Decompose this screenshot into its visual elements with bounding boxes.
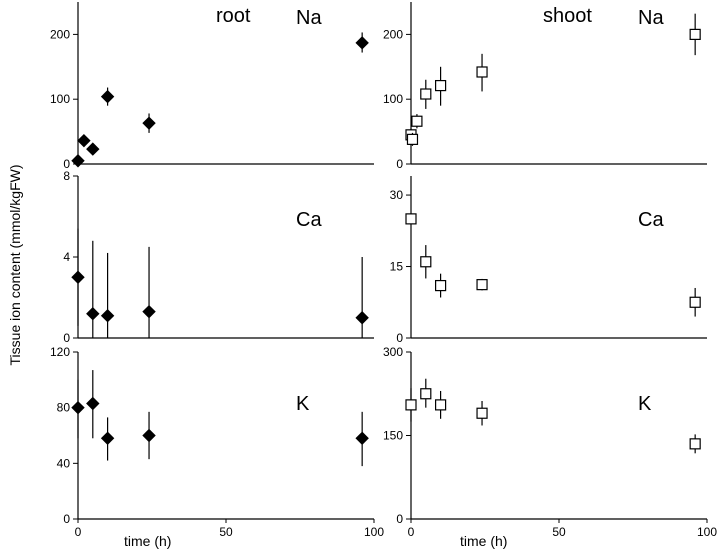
data-point — [86, 306, 100, 321]
y-tick-label-shoot-ca: 30 — [390, 188, 404, 202]
data-point — [411, 115, 423, 127]
data-point — [355, 431, 369, 445]
data-point — [77, 133, 91, 148]
x-tick-label-root-k: 100 — [364, 525, 384, 539]
y-tick-label-root-k: 80 — [57, 401, 71, 415]
y-tick-label-shoot-na: 100 — [383, 92, 403, 106]
y-tick-label-root-na: 0 — [63, 157, 70, 171]
element-label-root-k: K — [296, 393, 310, 415]
data-point — [100, 309, 115, 323]
data-point — [142, 428, 156, 443]
data-point — [86, 142, 100, 156]
data-point — [71, 154, 85, 168]
y-axis-title: Tissue ion content (mmol/kgFW) — [7, 165, 23, 366]
element-label-shoot-k: K — [638, 393, 652, 415]
data-point — [435, 279, 447, 292]
y-tick-label-root-k: 0 — [63, 512, 70, 526]
y-tick-label-root-ca: 0 — [63, 331, 70, 345]
x-tick-label-root-k: 0 — [75, 525, 82, 539]
y-tick-label-shoot-k: 150 — [383, 429, 403, 443]
y-tick-label-shoot-ca: 0 — [396, 331, 403, 345]
data-point — [86, 396, 100, 411]
data-point — [420, 88, 432, 100]
data-point — [420, 256, 432, 268]
x-tick-label-root-k: 50 — [219, 525, 233, 539]
data-point — [689, 438, 701, 450]
y-tick-label-root-na: 100 — [50, 92, 70, 106]
element-label-shoot-na: Na — [638, 7, 664, 29]
element-label-shoot-ca: Ca — [638, 209, 664, 231]
x-axis-title-right: time (h) — [460, 533, 507, 549]
data-point — [355, 36, 369, 50]
data-point — [435, 399, 447, 411]
data-point — [435, 79, 447, 92]
x-tick-label-shoot-k: 0 — [408, 525, 415, 539]
data-point — [405, 399, 417, 411]
x-tick-label-shoot-k: 50 — [552, 525, 566, 539]
tissue-label-root-na: root — [216, 5, 251, 27]
x-axis-title-left: time (h) — [124, 533, 171, 549]
y-tick-label-shoot-na: 0 — [396, 157, 403, 171]
y-tick-label-root-ca: 4 — [63, 250, 70, 264]
panel-shoot-na: 0 100 200 shoot Na — [383, 2, 707, 171]
data-point — [476, 407, 488, 419]
data-point — [420, 388, 432, 400]
panel-root-k: 0 40 80 120 0 50 100 K — [50, 345, 384, 539]
element-label-root-na: Na — [296, 7, 322, 29]
y-tick-label-shoot-ca: 15 — [390, 260, 404, 274]
y-tick-label-shoot-na: 200 — [383, 27, 403, 41]
y-tick-label-root-k: 40 — [57, 456, 71, 470]
data-point — [100, 431, 115, 445]
data-point — [406, 133, 419, 145]
data-point — [142, 304, 156, 319]
data-point — [476, 66, 488, 78]
element-label-root-ca: Ca — [296, 209, 322, 231]
data-point — [355, 311, 369, 325]
y-tick-label-root-k: 120 — [50, 345, 70, 359]
data-point — [142, 116, 156, 130]
panel-shoot-k: 0 150 300 0 50 100 K — [383, 345, 717, 539]
tissue-label-shoot-na: shoot — [543, 5, 592, 27]
data-point — [71, 400, 85, 415]
y-tick-label-root-ca: 8 — [63, 169, 70, 183]
data-point — [689, 296, 701, 308]
data-point — [476, 279, 488, 291]
data-point — [689, 28, 701, 40]
panel-root-ca: 0 4 8Ca — [63, 169, 374, 345]
y-tick-label-root-na: 200 — [50, 27, 70, 41]
x-tick-label-shoot-k: 100 — [697, 525, 717, 539]
data-point — [100, 89, 115, 104]
data-point — [71, 270, 85, 284]
y-tick-label-shoot-k: 300 — [383, 345, 403, 359]
y-tick-label-shoot-k: 0 — [396, 512, 403, 526]
panel-root-na: 0 100 200 root Na — [50, 2, 374, 171]
data-point — [405, 213, 417, 225]
